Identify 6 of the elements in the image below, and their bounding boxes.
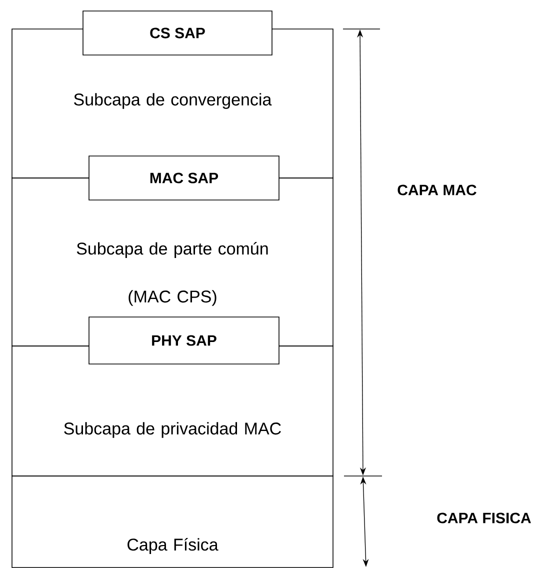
sap-box: MAC SAP [88,156,280,200]
sap-box: PHY SAP [88,316,280,364]
layer-band: Capa Física [12,476,334,568]
layer-label: CAPA MAC [398,184,476,196]
sap-box: CS SAP [82,10,272,56]
layer-label: CAPA FISICA [437,512,531,524]
